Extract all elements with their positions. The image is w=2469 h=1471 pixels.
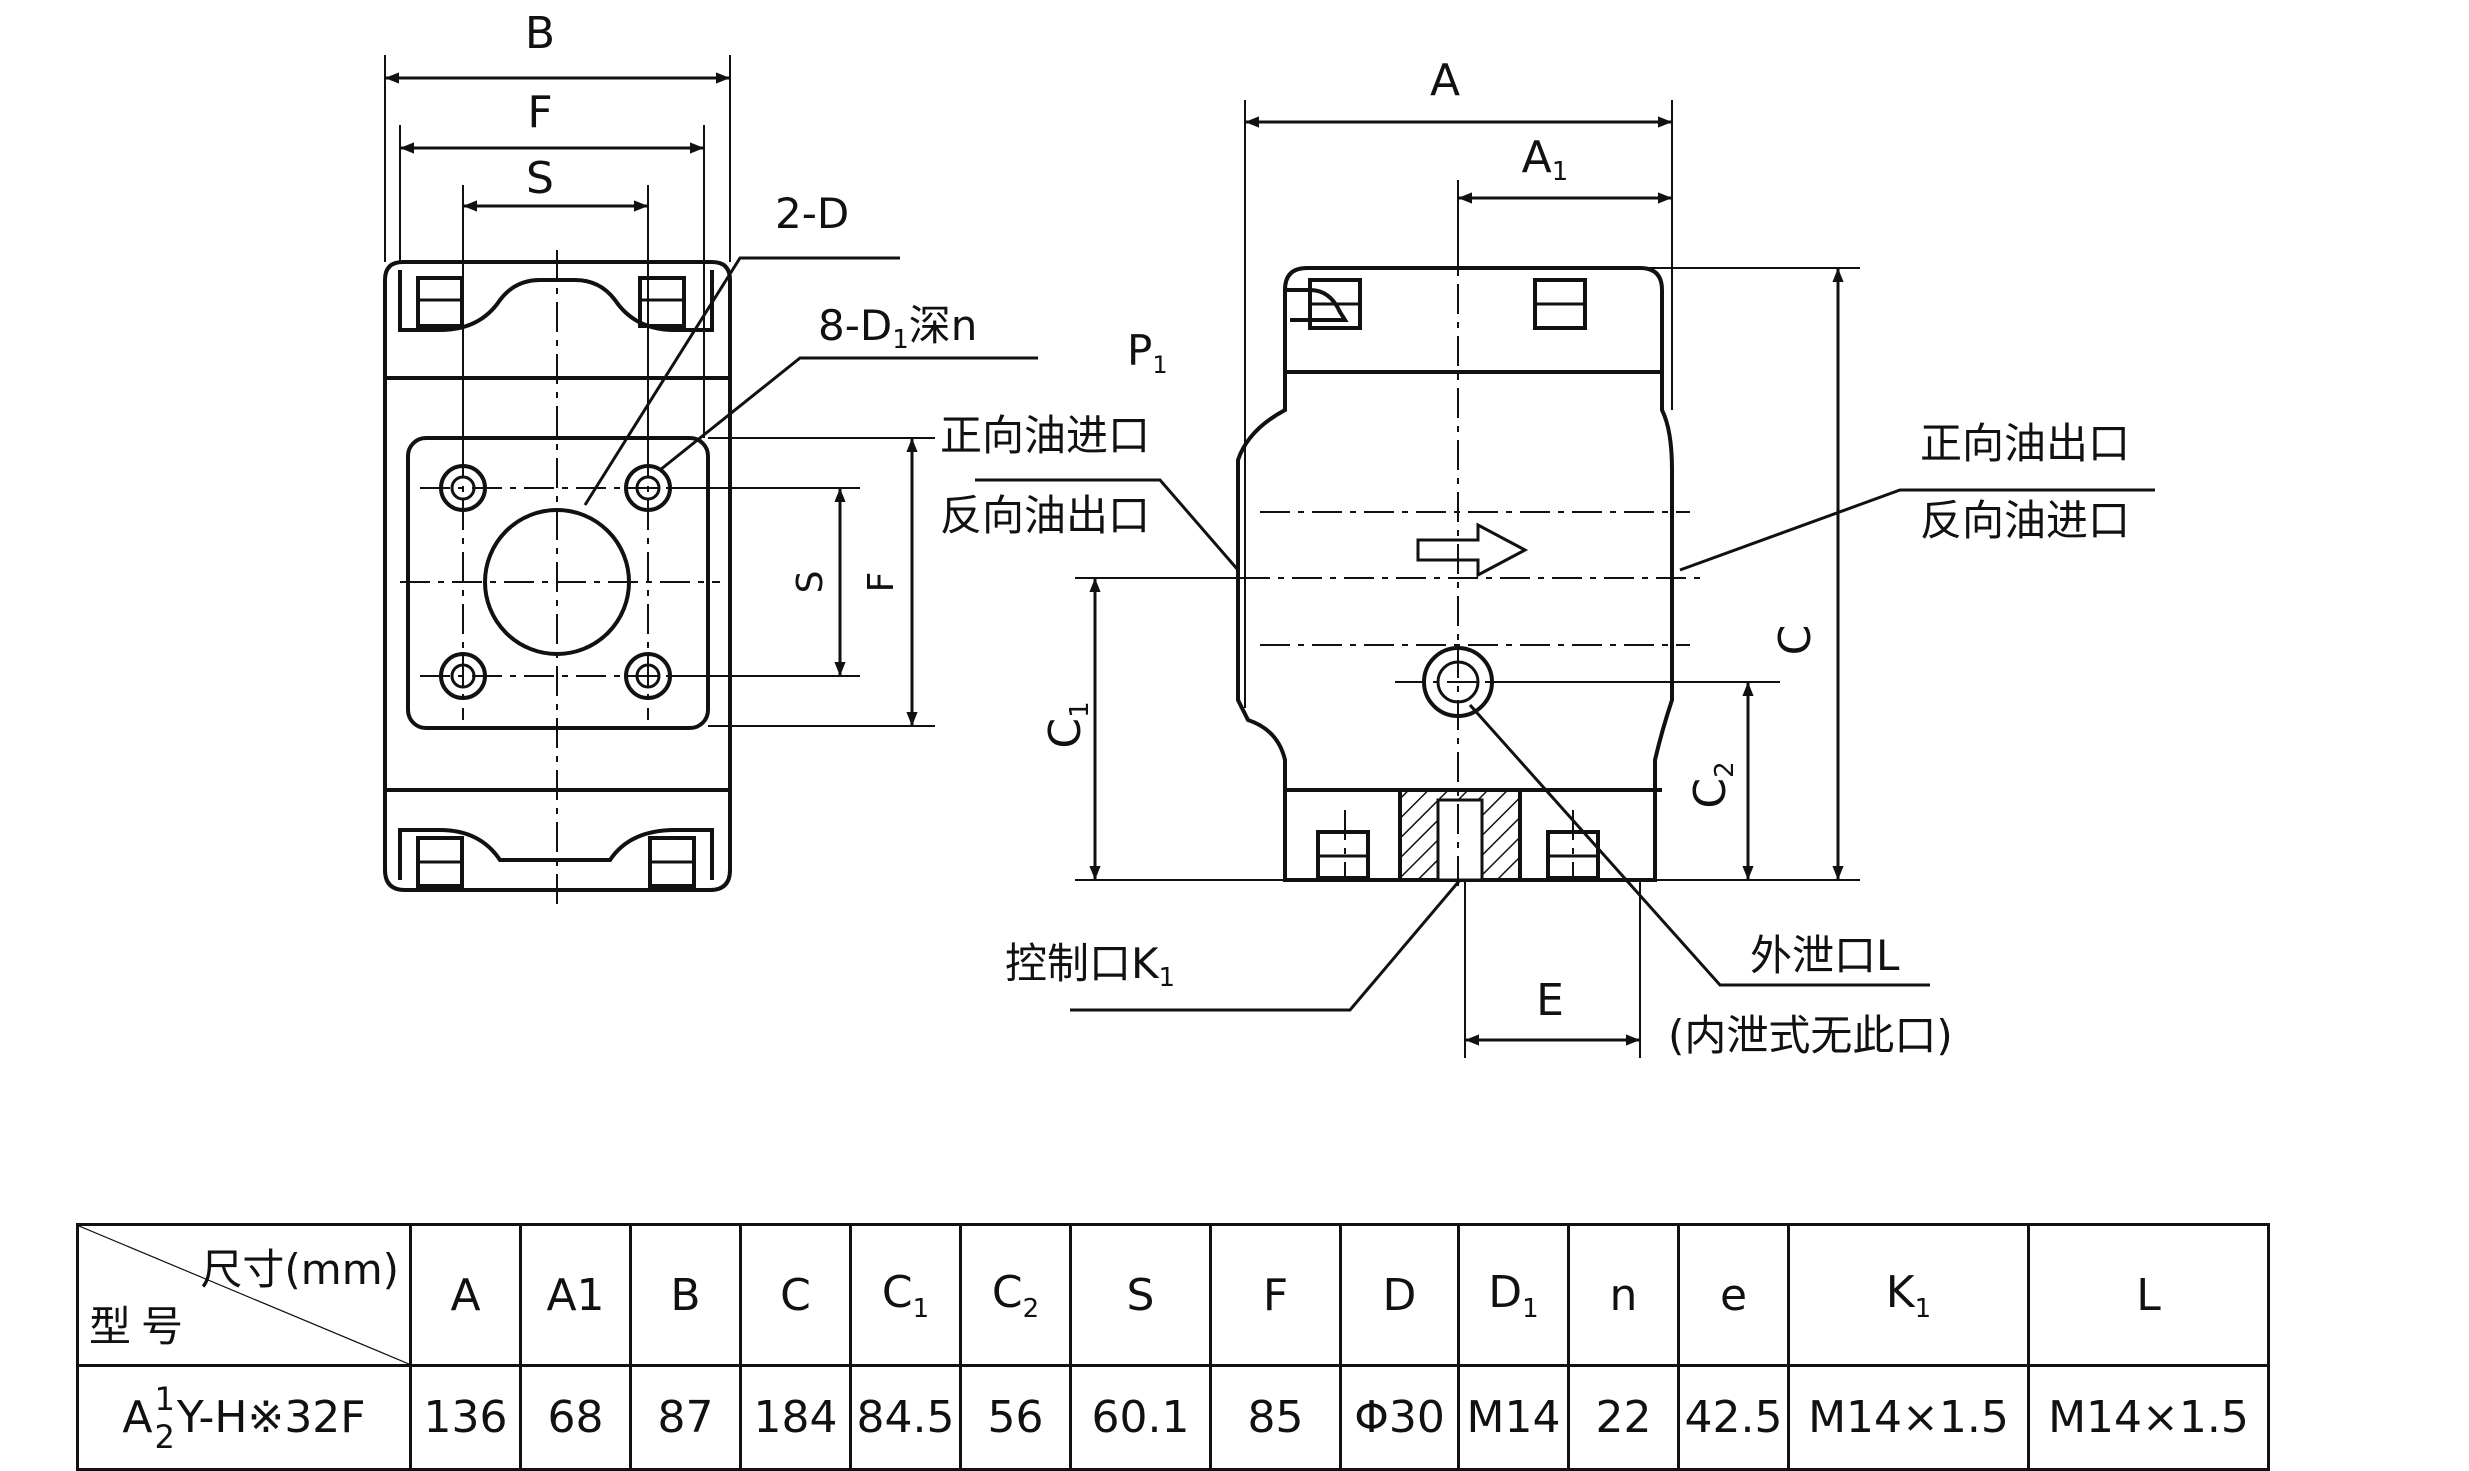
value-cell: 22 — [1567, 1364, 1680, 1471]
dim-F-vertical-label: F — [861, 572, 902, 593]
leader-control-port — [1070, 879, 1462, 1012]
value-cell: 56 — [959, 1364, 1072, 1471]
table-header-row: 尺寸(mm) 型号 A A1 B C C1 C2 S F D D1 n e K1… — [76, 1223, 2270, 1367]
header-cell: C2 — [959, 1223, 1072, 1367]
label-reverse-in: 反向油进口 — [1920, 496, 2130, 545]
label-control-port: 控制口K1 — [1005, 939, 1175, 993]
right-view — [975, 100, 2155, 1058]
dim-C-label: C — [1770, 625, 1821, 656]
header-cell: D — [1339, 1223, 1460, 1367]
dim-S-label: S — [526, 153, 554, 204]
value-cell: 87 — [629, 1364, 742, 1471]
header-cell: e — [1677, 1223, 1790, 1367]
callout-2D: 2-D — [775, 189, 849, 238]
left-view — [383, 55, 1038, 905]
header-cell: K1 — [1787, 1223, 2030, 1367]
dim-C1-label: C1 — [1040, 701, 1095, 748]
corner-diagonal — [79, 1226, 409, 1364]
dim-A1-label: A1 — [1522, 132, 1569, 187]
header-cell: L — [2027, 1223, 2270, 1367]
value-cell: M14 — [1457, 1364, 1570, 1471]
header-cell: C1 — [849, 1223, 962, 1367]
value-cell: M14×1.5 — [1787, 1364, 2030, 1471]
dim-B-label: B — [525, 8, 555, 59]
value-cell: 85 — [1209, 1364, 1342, 1471]
header-cell: A1 — [519, 1223, 632, 1367]
leader-forward-in — [975, 478, 1240, 571]
header-cell: S — [1069, 1223, 1212, 1367]
left-body-outline — [383, 260, 732, 892]
label-drain-note: (内泄式无此口) — [1668, 1011, 1953, 1060]
table-corner-cell: 尺寸(mm) 型号 — [76, 1223, 412, 1367]
label-forward-in: 正向油进口 — [940, 411, 1150, 460]
header-cell: D1 — [1457, 1223, 1570, 1367]
value-cell: 68 — [519, 1364, 632, 1471]
label-drain-port: 外泄口L — [1750, 931, 1900, 980]
label-reverse-out: 反向油出口 — [940, 491, 1150, 540]
left-top-bolt-right — [638, 276, 686, 328]
corner-model-label: 型号 — [89, 1302, 194, 1351]
left-top-bolt-left — [416, 276, 464, 328]
spec-table: 尺寸(mm) 型号 A A1 B C C1 C2 S F D D1 n e K1… — [76, 1223, 2270, 1471]
leader-forward-out — [1679, 488, 2155, 572]
value-cell: 84.5 — [849, 1364, 962, 1471]
dim-C2-label: C2 — [1685, 761, 1740, 808]
leader-2D — [583, 256, 900, 506]
leader-drain-port — [1468, 704, 1930, 987]
leader-8D1 — [659, 356, 1038, 472]
header-cell: A — [409, 1223, 522, 1367]
value-cell: 60.1 — [1069, 1364, 1212, 1471]
dim-S-vertical-label: S — [790, 571, 831, 594]
header-cell: C — [739, 1223, 852, 1367]
header-cell: B — [629, 1223, 742, 1367]
label-forward-out: 正向油出口 — [1920, 419, 2130, 468]
flow-direction-arrow — [1416, 522, 1529, 578]
header-cell: F — [1209, 1223, 1342, 1367]
value-cell: 42.5 — [1677, 1364, 1790, 1471]
p1-label: P1 — [1127, 326, 1168, 379]
callout-8D1: 8-D1深n — [818, 301, 977, 355]
value-cell: Φ30 — [1339, 1364, 1460, 1471]
corner-dimension-label: 尺寸(mm) — [200, 1245, 399, 1294]
dim-E-label: E — [1536, 975, 1564, 1026]
dim-A-label: A — [1430, 55, 1460, 106]
dim-F-label: F — [527, 87, 552, 138]
value-cell: 136 — [409, 1364, 522, 1471]
value-cell: M14×1.5 — [2027, 1364, 2270, 1471]
value-cell: 184 — [739, 1364, 852, 1471]
header-cell: n — [1567, 1223, 1680, 1367]
